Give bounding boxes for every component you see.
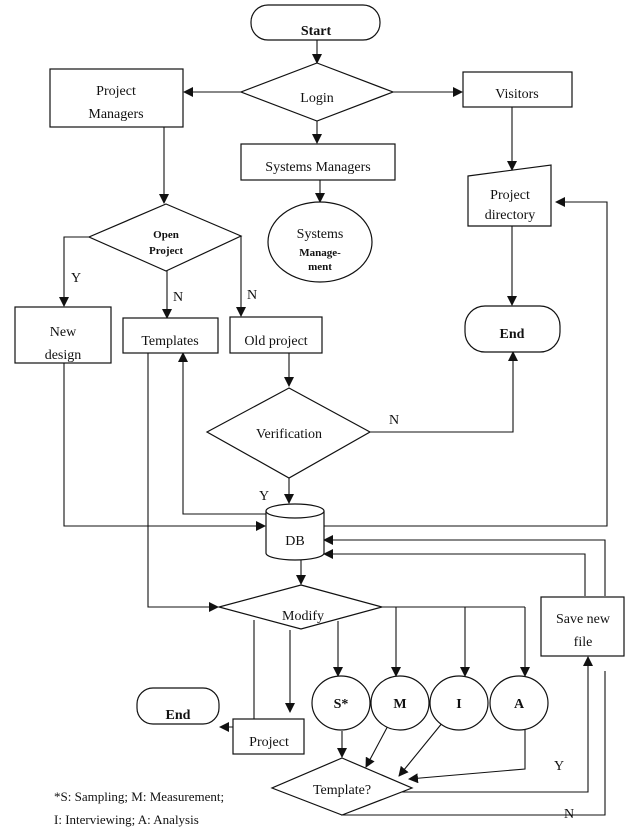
project-label: Project [249, 735, 289, 750]
node-end-bottom[interactable]: End [136, 687, 220, 725]
end-bottom-label: End [166, 708, 191, 723]
edge-save-db-inner [323, 549, 586, 596]
node-m[interactable]: M [370, 675, 430, 731]
node-templates[interactable]: Templates [122, 317, 219, 354]
node-new-design[interactable]: New design [14, 306, 112, 364]
node-modify[interactable]: Modify [216, 584, 385, 630]
edges [59, 40, 608, 816]
edge-label-open-n2: N [247, 288, 257, 303]
old-project-label: Old project [244, 334, 307, 349]
edge-label-verif-n: N [389, 413, 399, 428]
new-design-line1: New [50, 325, 77, 340]
edge-modify-end [219, 620, 255, 732]
project-directory-line2: directory [485, 208, 536, 223]
edge-db-templates [178, 352, 266, 515]
edge-new-design-db [63, 363, 266, 531]
edge-save-db-outer [323, 535, 606, 596]
save-new-file-line2: file [574, 635, 593, 650]
end-top-label: End [500, 327, 525, 342]
node-old-project[interactable]: Old project [229, 316, 323, 354]
node-i[interactable]: I [429, 675, 489, 731]
node-start[interactable]: Start [250, 4, 381, 41]
node-systems-management[interactable]: Systems Manage- ment [267, 201, 373, 283]
db-label: DB [285, 534, 304, 549]
project-managers-line2: Managers [88, 107, 143, 122]
s-label: S* [334, 697, 349, 712]
project-managers-line1: Project [96, 84, 136, 99]
verification-label: Verification [256, 427, 322, 442]
edge-label-open-y: Y [71, 271, 81, 286]
node-save-new-file[interactable]: Save new file [540, 596, 625, 657]
node-open-project[interactable]: Open Project [87, 203, 243, 272]
node-end-top[interactable]: End [464, 305, 561, 353]
systems-management-line3: ment [308, 261, 332, 273]
m-label: M [393, 697, 406, 712]
templates-label: Templates [141, 334, 198, 349]
footnote-line1: *S: Sampling; M: Measurement; [54, 789, 224, 804]
node-project[interactable]: Project [232, 718, 305, 755]
edge-a-template [408, 722, 526, 784]
open-project-line1: Open [153, 229, 179, 241]
edge-verification-end [370, 351, 518, 433]
systems-managers-label: Systems Managers [265, 160, 370, 175]
edge-m-template [365, 721, 391, 768]
edge-label-open-n1: N [173, 290, 183, 305]
start-label: Start [301, 24, 332, 39]
login-label: Login [300, 91, 333, 106]
edge-label-template-n: N [564, 807, 574, 822]
save-new-file-line1: Save new [556, 612, 611, 627]
node-visitors[interactable]: Visitors [462, 71, 573, 108]
project-directory-line1: Project [490, 188, 530, 203]
edge-label-template-y: Y [554, 759, 564, 774]
systems-management-line1: Systems [297, 227, 344, 242]
edge-template-y-save [400, 656, 593, 793]
edge-open-new-design [59, 236, 89, 307]
node-template-q[interactable]: Template? [270, 757, 414, 816]
edge-template-n-db [341, 671, 606, 816]
edge-i-template [398, 721, 444, 777]
edge-templates-modify [147, 353, 219, 612]
node-a[interactable]: A [489, 675, 549, 731]
node-s[interactable]: S* [311, 675, 371, 731]
i-label: I [456, 697, 461, 712]
node-db[interactable]: DB [265, 503, 325, 561]
node-project-managers[interactable]: Project Managers [49, 68, 184, 128]
edge-label-verif-y: Y [259, 489, 269, 504]
node-project-directory[interactable]: Project directory [467, 164, 552, 227]
systems-management-line2: Manage- [299, 247, 341, 259]
a-label: A [514, 697, 525, 712]
template-q-label: Template? [313, 783, 371, 798]
node-verification[interactable]: Verification [205, 387, 372, 479]
node-login[interactable]: Login [239, 62, 395, 122]
open-project-line2: Project [149, 245, 183, 257]
node-systems-managers[interactable]: Systems Managers [240, 143, 396, 181]
footnote-line2: I: Interviewing; A: Analysis [54, 812, 199, 827]
modify-label: Modify [282, 609, 324, 624]
new-design-line2: design [45, 348, 82, 363]
visitors-label: Visitors [495, 87, 539, 102]
edge-db-directory [324, 197, 608, 527]
